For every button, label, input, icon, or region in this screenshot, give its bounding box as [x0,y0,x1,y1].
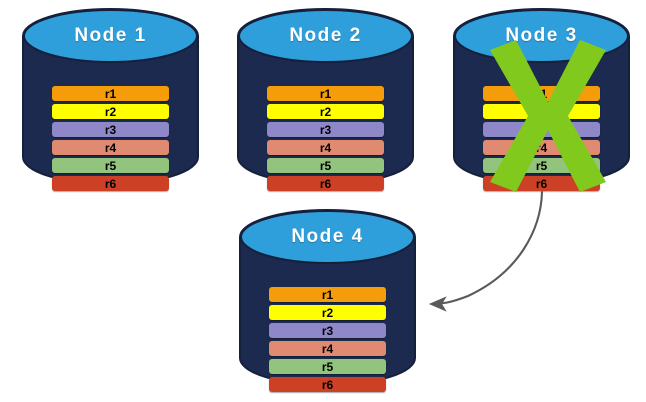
row-bar-r3[interactable]: r3 [52,122,169,137]
row-bar-r5[interactable]: r5 [483,158,600,173]
row-bar-r5[interactable]: r5 [267,158,384,173]
row-label: r2 [535,104,548,119]
row-label: r1 [319,86,332,101]
row-bar-r4[interactable]: r4 [483,140,600,155]
row-label: r2 [321,305,334,320]
row-label: r4 [104,140,117,155]
row-label: r5 [535,158,548,173]
row-bar-r1[interactable]: r1 [483,86,600,101]
row-list: r1 r2 r3 r4 r5 r6 [22,86,199,194]
row-label: r5 [319,158,332,173]
row-list: r1 r2 r3 r4 r5 r6 [237,86,414,194]
cylinder-top-ellipse [454,9,629,63]
row-bar-r2[interactable]: r2 [483,104,600,119]
row-bar-r1[interactable]: r1 [52,86,169,101]
row-bar-r6[interactable]: r6 [269,377,386,392]
row-label: r2 [104,104,117,119]
row-bar-r6[interactable]: r6 [483,176,600,191]
row-list: r1 r2 r3 r4 r5 r6 [239,287,416,395]
row-list: r1 r2 r3 r4 r5 r6 [453,86,630,194]
row-bar-r2[interactable]: r2 [267,104,384,119]
row-label: r6 [321,377,334,392]
row-bar-r4[interactable]: r4 [52,140,169,155]
row-label: r3 [535,122,548,137]
row-bar-r1[interactable]: r1 [269,287,386,302]
row-label: r1 [104,86,117,101]
cylinder-top-ellipse [238,9,413,63]
row-label: r6 [535,176,548,191]
row-bar-r4[interactable]: r4 [269,341,386,356]
row-label: r4 [321,341,334,356]
row-label: r2 [319,104,332,119]
row-bar-r5[interactable]: r5 [52,158,169,173]
row-label: r3 [104,122,117,137]
row-label: r4 [535,140,548,155]
row-label: r1 [321,287,334,302]
cylinder-top-ellipse [240,210,415,264]
row-label: r3 [321,323,334,338]
row-bar-r2[interactable]: r2 [52,104,169,119]
row-bar-r2[interactable]: r2 [269,305,386,320]
row-label: r4 [319,140,332,155]
row-label: r3 [319,122,332,137]
row-label: r1 [535,86,548,101]
row-label: r6 [104,176,117,191]
row-bar-r3[interactable]: r3 [267,122,384,137]
cylinder-top-ellipse [23,9,198,63]
row-bar-r5[interactable]: r5 [269,359,386,374]
row-bar-r3[interactable]: r3 [483,122,600,137]
row-bar-r1[interactable]: r1 [267,86,384,101]
row-bar-r4[interactable]: r4 [267,140,384,155]
row-bar-r6[interactable]: r6 [267,176,384,191]
row-bar-r6[interactable]: r6 [52,176,169,191]
row-label: r6 [319,176,332,191]
row-label: r5 [321,359,334,374]
row-bar-r3[interactable]: r3 [269,323,386,338]
row-label: r5 [104,158,117,173]
